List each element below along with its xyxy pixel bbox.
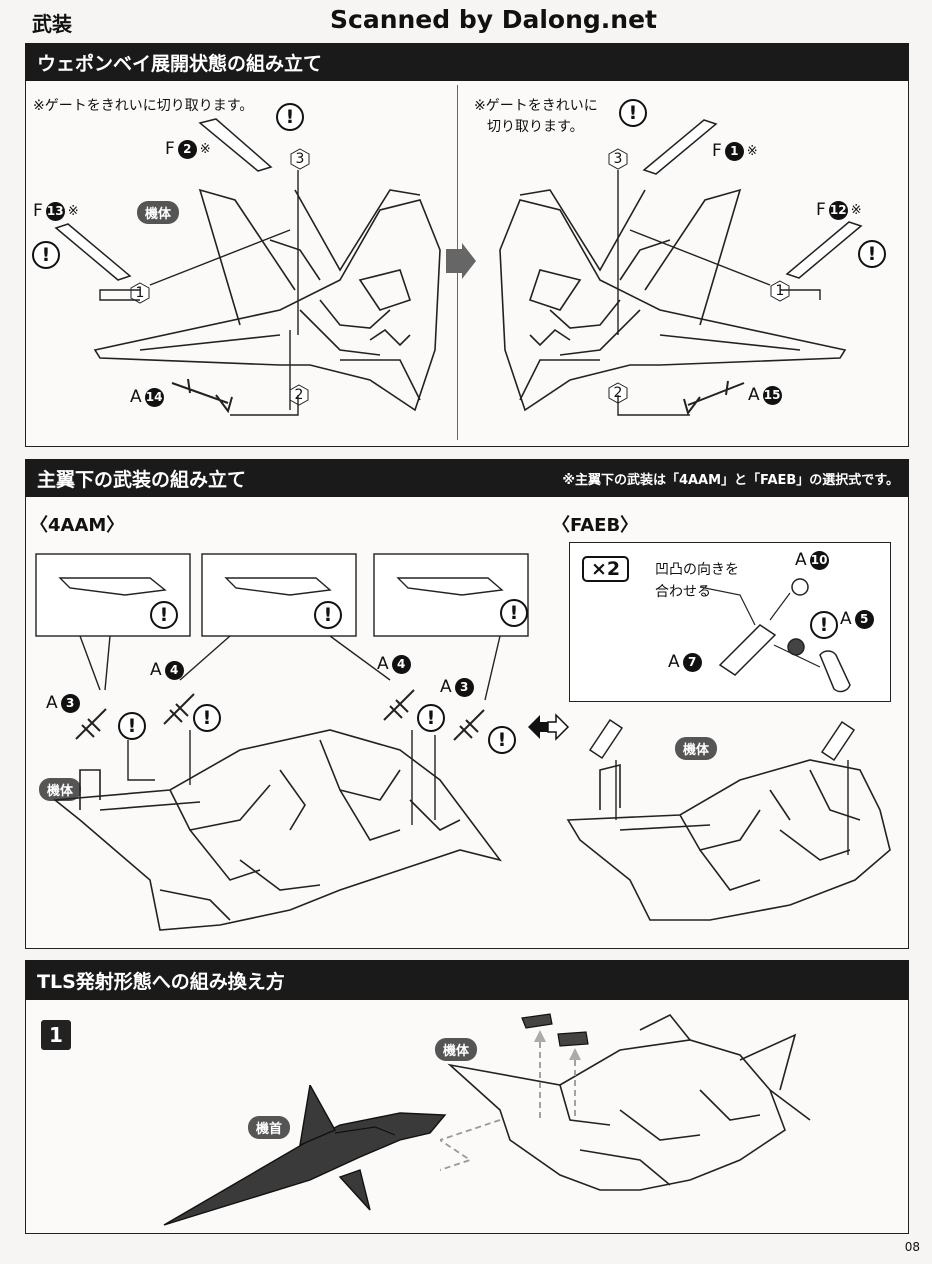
caution-icon: ! (810, 611, 838, 639)
caution-icon: ! (193, 704, 221, 732)
part-a14-missile (171, 378, 233, 414)
jet-illustration-right (499, 188, 847, 412)
missile-a3-left (75, 708, 107, 740)
align-note-1: 凹凸の向きを (655, 562, 739, 578)
part-number-badge: 1 (724, 141, 744, 161)
part-f12-illustration (785, 221, 863, 279)
caution-icon: ! (619, 99, 647, 127)
weapon-choice-note: ※主翼下の武装は「4AAM」と「FAEB」の選択式です。 (562, 472, 899, 488)
detail-callouts-4aam (35, 553, 529, 701)
swap-arrows-icon (528, 713, 570, 741)
step-marker-1: 1 (769, 280, 791, 302)
part-number-badge: 2 (177, 139, 197, 159)
part-number-badge: 12 (828, 200, 848, 220)
caution-icon: ! (314, 601, 342, 629)
step-marker-3: 3 (607, 148, 629, 170)
part-f2-illustration (198, 118, 273, 172)
section-label: 武装 (32, 12, 72, 36)
part-number-badge: 7 (682, 652, 702, 672)
caution-icon: ! (500, 599, 528, 627)
next-arrow-icon (446, 243, 476, 279)
caution-icon: ! (858, 240, 886, 268)
caution-icon: ! (150, 601, 178, 629)
panel-tls-conversion (25, 960, 909, 1234)
caution-icon: ! (417, 704, 445, 732)
gate-note-left: ※ゲートをきれいに切り取ります。 (33, 98, 254, 114)
missile-a4-right (383, 689, 415, 721)
part-number-badge: 4 (164, 660, 184, 680)
part-a15-missile (683, 380, 745, 416)
jet-illustration-4aam (52, 729, 502, 931)
caution-icon: ! (32, 241, 60, 269)
faeb-parts-illustration (700, 578, 851, 693)
missile-a3-right (453, 709, 485, 741)
part-number-badge: 3 (454, 677, 474, 697)
part-number-badge: 10 (809, 550, 829, 570)
part-number-badge: 3 (60, 693, 80, 713)
part-number-badge: 15 (762, 385, 782, 405)
page-number: 08 (904, 1240, 920, 1254)
body-tag: 機体 (39, 778, 82, 801)
body-tag: 機体 (435, 1038, 478, 1061)
jet-illustration-faeb (566, 718, 891, 921)
body-section-illustration (440, 1013, 811, 1191)
subheading-4aam: 〈4AAM〉 (30, 515, 125, 536)
panel-underwing-weapons-title: 主翼下の武装の組み立て ※主翼下の武装は「4AAM」と「FAEB」の選択式です。 (25, 459, 909, 497)
caution-icon: ! (276, 103, 304, 131)
nose-tag: 機首 (248, 1116, 291, 1139)
panel-underwing-weapons-heading: 主翼下の武装の組み立て (37, 468, 247, 491)
part-f1-illustration (642, 119, 718, 175)
quantity-x2: ×2 (582, 556, 630, 582)
gate-note-right-1: ※ゲートをきれいに (474, 98, 598, 114)
align-note-2: 合わせる (655, 584, 711, 600)
part-number-badge: 13 (45, 201, 65, 221)
panel-tls-conversion-title: TLS発射形態への組み換え方 (25, 960, 909, 1000)
missile-a4-left (163, 693, 195, 725)
step-marker-3: 3 (289, 148, 311, 170)
part-f13-illustration (54, 223, 132, 281)
part-number-badge: 14 (144, 387, 164, 407)
assembly-leader-lines (99, 170, 821, 416)
panel-underwing-weapons (25, 459, 909, 949)
gate-note-right-2: 切り取ります。 (487, 119, 584, 135)
panel-weapon-bay-title: ウェポンベイ展開状態の組み立て (25, 43, 909, 81)
nose-section-illustration (163, 1085, 447, 1226)
panel-weapon-bay (25, 43, 909, 447)
subheading-faeb: 〈FAEB〉 (552, 515, 639, 536)
part-number-badge: 5 (854, 609, 874, 629)
body-tag: 機体 (137, 201, 180, 224)
body-tag: 機体 (675, 737, 718, 760)
caution-icon: ! (488, 726, 516, 754)
step-number: 1 (41, 1020, 71, 1050)
caution-icon: ! (118, 712, 146, 740)
watermark: Scanned by Dalong.net (330, 5, 658, 34)
part-number-badge: 4 (391, 654, 411, 674)
step-marker-1: 1 (129, 282, 151, 304)
